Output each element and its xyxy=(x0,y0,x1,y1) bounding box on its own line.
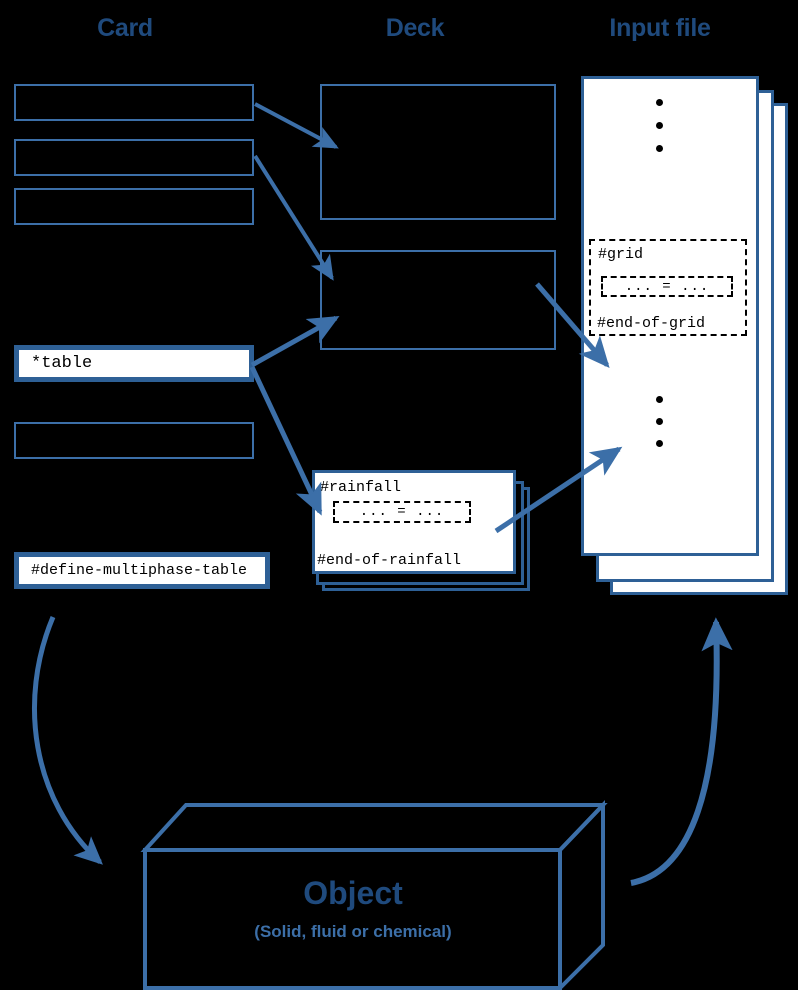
grid-open-tag: #grid xyxy=(598,246,644,263)
rainfall-body-box: ... = ... xyxy=(333,501,471,523)
column-heading-deck: Deck xyxy=(385,14,445,42)
rainfall-open-tag: #rainfall xyxy=(320,479,402,496)
card-box-define-multiphase-table-label: #define-multiphase-table xyxy=(31,562,248,579)
object-right-face xyxy=(558,800,605,990)
arrow-card-to-object xyxy=(31,616,103,865)
object-top-face xyxy=(140,803,608,852)
object-subtitle: (Solid, fluid or chemical) xyxy=(254,922,452,941)
card-box-table[interactable]: *table xyxy=(14,345,254,382)
ellipsis-dot-bottom-3 xyxy=(656,440,663,447)
card-box-2[interactable] xyxy=(14,139,254,176)
grid-close-tag: #end-of-grid xyxy=(597,315,706,332)
arrow-table-to-rainfall xyxy=(249,365,323,516)
ellipsis-dot-bottom-1 xyxy=(656,396,663,403)
object-front-face xyxy=(143,848,562,990)
rainfall-body-text: ... = ... xyxy=(359,504,445,520)
ellipsis-dot-bottom-2 xyxy=(656,418,663,425)
ellipsis-dot-top-2 xyxy=(656,122,663,129)
card-box-1[interactable] xyxy=(14,84,254,121)
rainfall-close-tag: #end-of-rainfall xyxy=(317,552,462,569)
column-heading-input-file: Input file xyxy=(609,14,711,42)
column-heading-card: Card xyxy=(97,14,153,42)
card-box-5[interactable] xyxy=(14,422,254,459)
deck-box-2[interactable] xyxy=(320,250,556,350)
object-title: Object xyxy=(303,875,403,911)
grid-body-text: ... = ... xyxy=(624,278,710,295)
ellipsis-dot-top-1 xyxy=(656,99,663,106)
deck-box-1[interactable] xyxy=(320,84,556,220)
grid-body-box: ... = ... xyxy=(601,276,733,297)
card-box-define-multiphase-table[interactable]: #define-multiphase-table xyxy=(14,552,270,589)
arrow-object-to-inputfile xyxy=(630,617,733,886)
ellipsis-dot-top-3 xyxy=(656,145,663,152)
card-box-table-label: *table xyxy=(31,354,93,373)
card-box-3[interactable] xyxy=(14,188,254,225)
